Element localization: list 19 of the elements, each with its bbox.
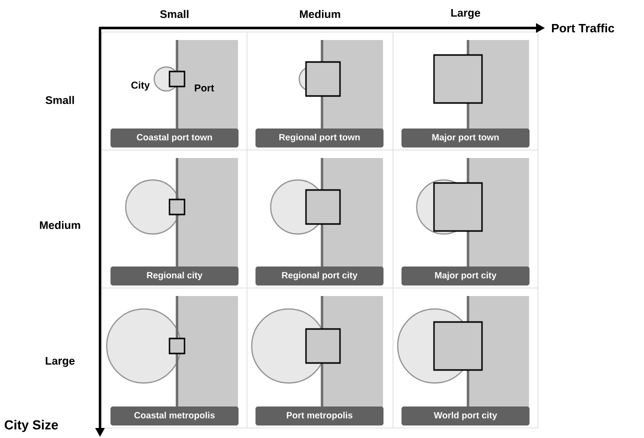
- row-heading: Large: [46, 357, 75, 367]
- caption-bar: Regional port town: [256, 128, 384, 148]
- caption-bar: Regional city: [110, 266, 238, 286]
- caption-bar: Major port city: [402, 266, 530, 286]
- caption-bar: Coastal metropolis: [110, 406, 238, 426]
- caption-bar: World port city: [402, 406, 530, 426]
- row-heading: Medium: [40, 220, 80, 230]
- caption-bar: Coastal port town: [110, 128, 238, 148]
- caption-bar: Port metropolis: [256, 406, 384, 426]
- row-heading: Small: [46, 96, 74, 104]
- part-label: Port: [194, 84, 214, 92]
- caption-bar: Regional port city: [256, 266, 384, 286]
- caption-bar: Major port town: [402, 128, 530, 148]
- part-label: City: [131, 81, 150, 91]
- column-heading: Small: [160, 10, 188, 18]
- axis-label: City Size: [4, 420, 58, 432]
- column-heading: Large: [451, 9, 480, 19]
- column-heading: Medium: [300, 10, 340, 18]
- axis-label: Port Traffic: [552, 24, 614, 32]
